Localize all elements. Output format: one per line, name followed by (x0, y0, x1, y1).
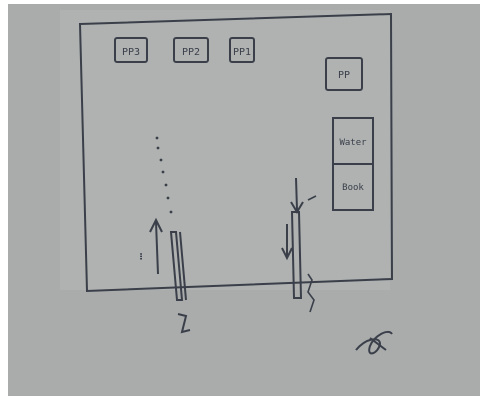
left-door (169, 231, 187, 301)
right-door-label (307, 273, 315, 313)
bottom-left-label (177, 313, 191, 334)
svg-text:…: … (131, 253, 145, 260)
dotted-path (155, 136, 173, 214)
top-box-pp1: PP1 (229, 37, 255, 63)
right-box-label: PP (338, 70, 350, 81)
right-box-label: Book (342, 183, 364, 193)
top-box-pp2: PP2 (173, 37, 209, 63)
room-outline (78, 12, 394, 293)
right-box-label: Water (339, 138, 367, 148)
signature (355, 330, 393, 355)
top-box-label: PP3 (122, 47, 140, 58)
small-tick (307, 195, 317, 201)
top-box-label: PP2 (182, 47, 200, 58)
up-arrow-left (149, 217, 163, 275)
down-arrow-right (290, 177, 304, 214)
left-door-label: … (131, 253, 145, 260)
down-arrow-right-small (281, 224, 293, 261)
top-box-label: PP1 (233, 47, 251, 58)
right-box-pp: PP (325, 57, 363, 91)
top-box-pp3: PP3 (114, 37, 148, 63)
paper-highlight (60, 10, 390, 290)
right-box-book: Book (332, 163, 374, 211)
